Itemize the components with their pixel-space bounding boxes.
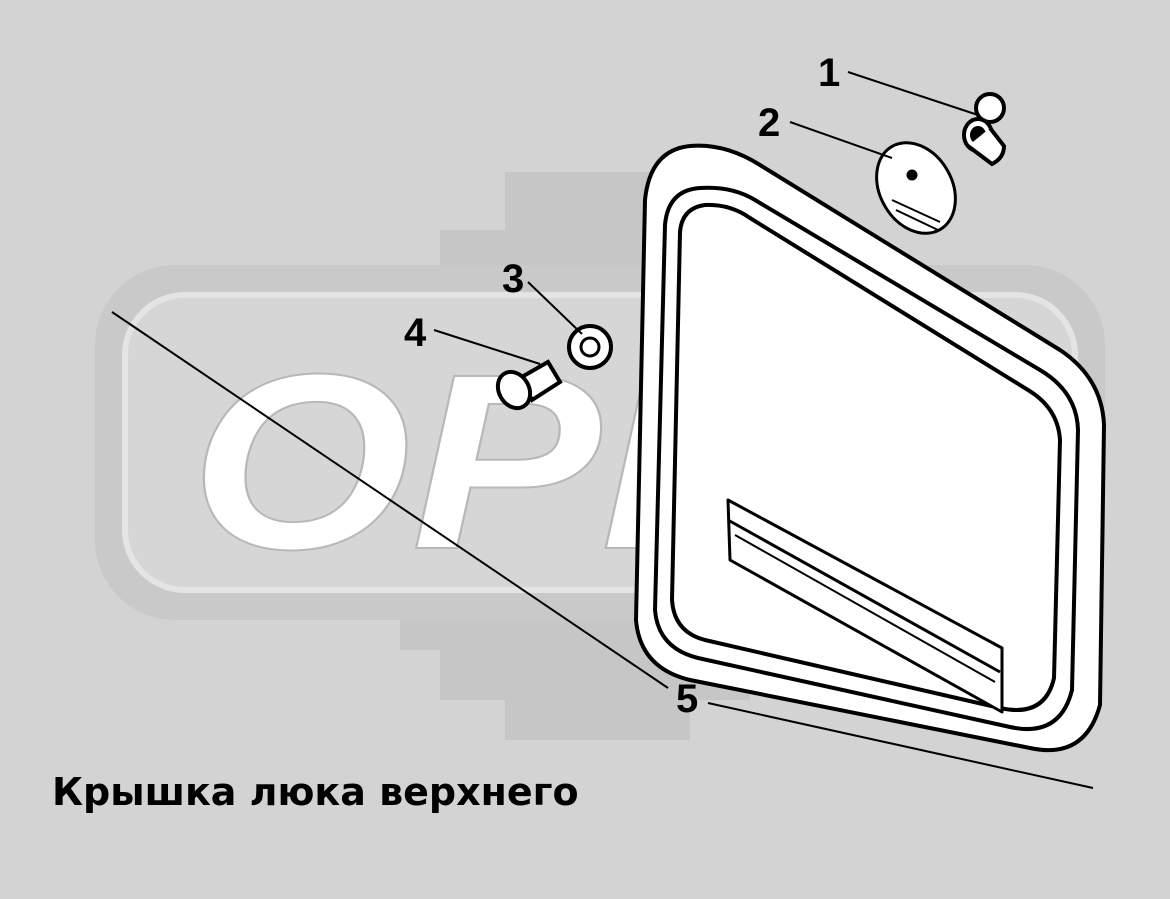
leader-5b [707, 702, 1094, 789]
leader-1 [847, 71, 979, 116]
callout-5: 5 [676, 677, 698, 721]
callout-1: 1 [818, 51, 840, 95]
hinge-edge [727, 518, 1001, 674]
leader-4 [433, 329, 541, 365]
bolt [495, 359, 563, 411]
diagram-caption: Крышка люка верхнего [52, 770, 579, 814]
callouts: 1 2 3 4 5 [404, 51, 840, 721]
leader-lines [111, 71, 1094, 789]
knob-fastener [962, 92, 1007, 167]
callout-3: 3 [502, 257, 524, 301]
callout-4: 4 [404, 311, 427, 355]
round-plate [875, 141, 957, 235]
leader-3 [527, 281, 583, 335]
hatch-cover-frame [634, 143, 1106, 753]
hinge-edge-2 [734, 534, 996, 683]
leader-5a [111, 311, 669, 689]
frame-inner [670, 202, 1062, 712]
hinge-strip [726, 498, 1004, 714]
callout-2: 2 [758, 101, 780, 145]
leader-2 [789, 121, 893, 159]
washer [567, 324, 613, 370]
